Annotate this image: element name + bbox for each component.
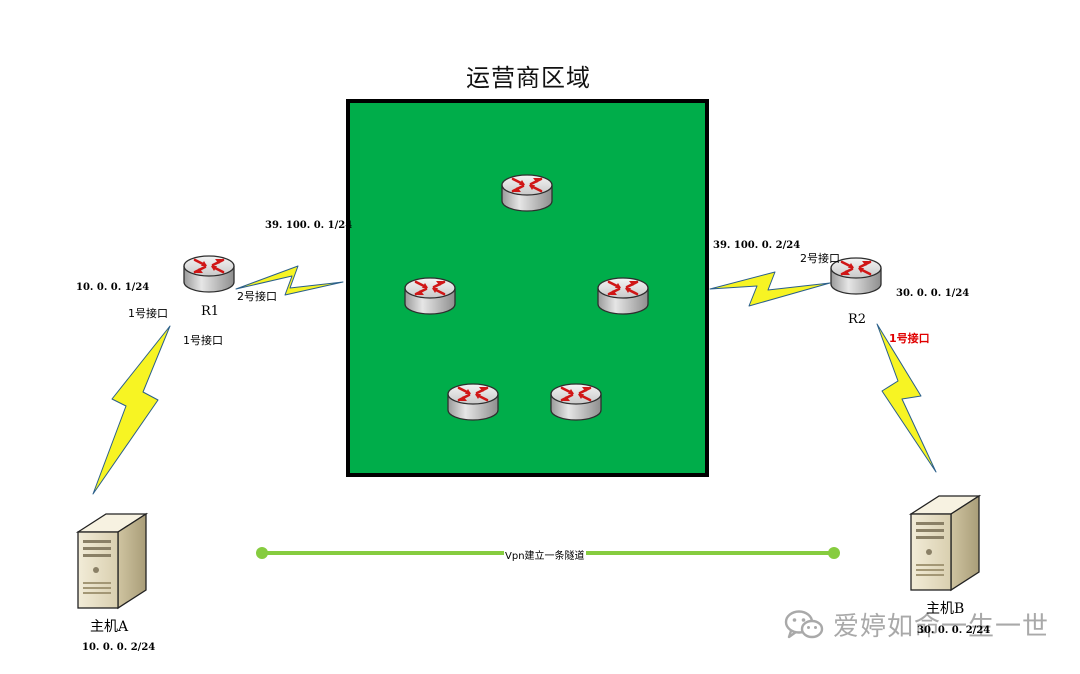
carrier-router-icon <box>405 278 455 314</box>
r1-port1-label-upper: 1号接口 <box>128 305 168 321</box>
host-a-name: 主机A <box>90 616 128 636</box>
host-a-ip: 10. 0. 0. 2/24 <box>82 642 155 653</box>
carrier-zone <box>348 101 707 475</box>
tunnel-endpoint-right <box>828 547 840 559</box>
link-carrier-r2 <box>710 272 830 306</box>
r1-port2-label: 2号接口 <box>237 288 277 304</box>
r2-wan-ip: 39. 100. 0. 2/24 <box>713 240 800 251</box>
vpn-tunnel-label: Vpn建立一条隧道 <box>504 547 586 562</box>
carrier-router-icon <box>502 175 552 211</box>
r2-lan-ip: 30. 0. 0. 1/24 <box>896 288 969 299</box>
r1-name: R1 <box>201 304 219 319</box>
r2-port2-label: 2号接口 <box>800 250 840 266</box>
carrier-router-icon <box>448 384 498 420</box>
r1-lan-ip: 10. 0. 0. 1/24 <box>76 282 149 293</box>
link-r1-host-a <box>93 326 170 494</box>
carrier-router-icon <box>598 278 648 314</box>
r2-name: R2 <box>848 312 866 327</box>
r1-wan-ip: 39. 100. 0. 1/24 <box>265 220 352 231</box>
r1-port1-label-lower: 1号接口 <box>183 332 223 348</box>
r1-router-icon <box>184 256 234 292</box>
host-a-server-icon <box>78 514 146 608</box>
carrier-router-icon <box>551 384 601 420</box>
link-r2-host-b <box>877 324 936 472</box>
host-b-ip: 30. 0. 0. 2/24 <box>917 625 990 636</box>
r2-port1-label: 1号接口 <box>889 330 930 346</box>
page-title: 运营商区域 <box>466 58 591 93</box>
host-b-name: 主机B <box>926 598 964 618</box>
wechat-icon <box>783 609 825 641</box>
watermark: 爱婷如命一生一世 <box>783 606 1049 643</box>
tunnel-endpoint-left <box>256 547 268 559</box>
host-b-server-icon <box>911 496 979 590</box>
